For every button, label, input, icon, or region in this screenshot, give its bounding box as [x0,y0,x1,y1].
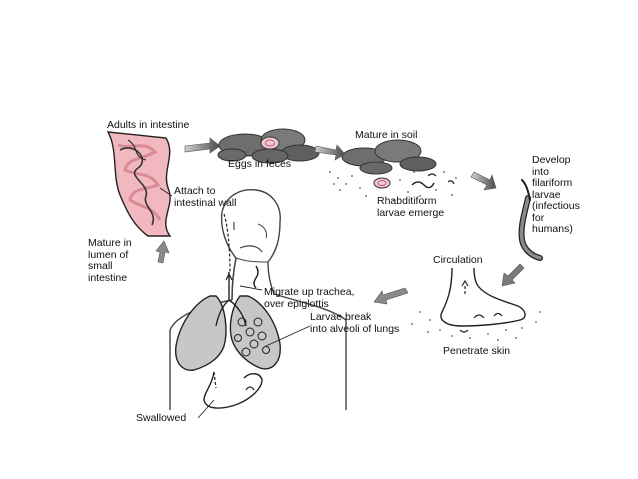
migrate-label: Migrate up trachea, over epiglottis [264,286,355,310]
penetrate-skin-label: Penetrate skin [443,345,511,357]
intestine-icon [106,131,172,237]
soil-icon [329,139,457,204]
eggs-in-feces-label: Eggs in feces [228,158,292,170]
swallowed-leader [197,399,215,419]
foot-icon [411,267,541,341]
leader-lines [159,187,311,419]
migrate-leader [239,285,263,291]
adults-in-intestine-label: Adults in intestine [107,119,190,131]
cycle-arrows [155,137,525,305]
arrow-to-develop [470,171,497,191]
attach-to-wall-label: Attach to intestinal wall [174,185,237,209]
arrow-to-soil [314,144,346,161]
larvae-break-leader [265,325,311,347]
develop-filariform-label: Develop into filariform larvae (infectio… [532,154,580,235]
mature-in-lumen-label: Mature in lumen of small intestine [88,237,132,284]
attach-leader [159,187,173,197]
arrow-to-foot [501,263,525,287]
arrow-to-body [373,287,409,305]
larva-icon [518,179,543,261]
swallowed-label: Swallowed [136,412,187,424]
lungs-icon [175,213,281,371]
egg-mass-icon [217,128,320,164]
arrow-to-eggs [184,137,221,154]
body-icon [169,189,347,410]
circulation-label: Circulation [433,254,483,266]
mature-in-soil-label: Mature in soil [355,129,418,141]
larvae-break-label: Larvae break into alveoli of lungs [310,311,400,335]
arrow-to-lumen [155,240,170,264]
rhabditiform-label: Rhabditiform larvae emerge [377,195,445,219]
stomach-icon [203,371,263,409]
